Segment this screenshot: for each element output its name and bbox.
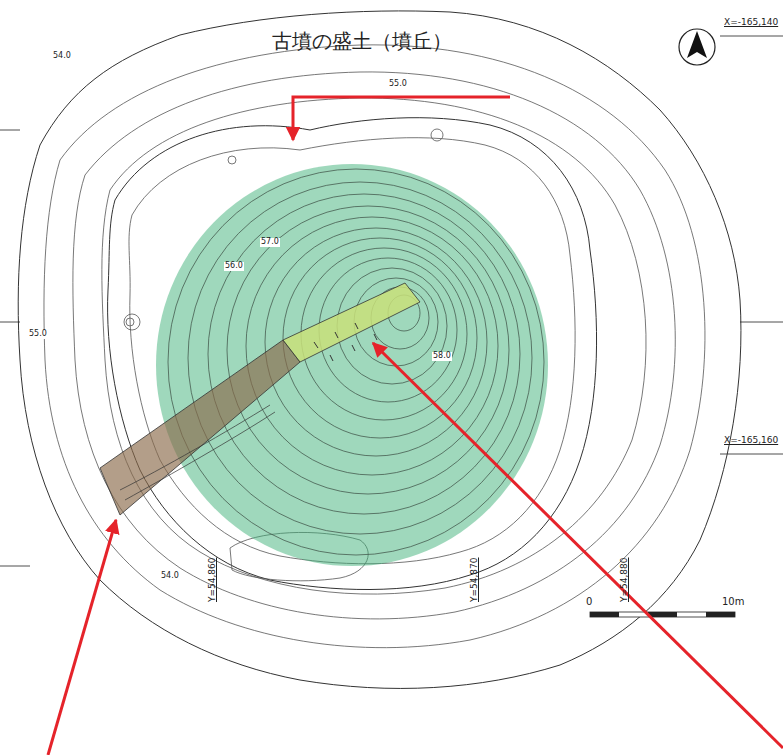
- scale-label: 0: [586, 596, 592, 607]
- contour-value: 54.0: [52, 52, 72, 61]
- scale-label: 10m: [722, 596, 744, 607]
- leader-arrows: [48, 97, 783, 755]
- contour-value: 55.0: [388, 80, 408, 89]
- mound-label: 古墳の盛土（墳丘）: [272, 30, 452, 52]
- grid-coordinate: Y=54,870: [470, 557, 480, 602]
- mound-fill: [156, 164, 548, 566]
- trench-outside: [100, 340, 300, 515]
- grid-coordinate: Y=54,860: [208, 557, 218, 602]
- mound-contours: [168, 169, 544, 555]
- contour-value: 55.0: [28, 330, 48, 339]
- grid-coordinate: X=-165,140: [724, 18, 778, 28]
- contour-value: 54.0: [160, 572, 180, 581]
- contour-value: 57.0: [260, 238, 280, 247]
- grid-coordinate: X=-165,160: [724, 436, 778, 446]
- contour-value: 56.0: [224, 262, 244, 271]
- grid-coordinate: Y=54,880: [620, 557, 630, 602]
- contour-value: 58.0: [432, 352, 452, 361]
- north-arrow: [679, 29, 715, 65]
- trench-mound: [283, 283, 420, 362]
- scale-bar: [590, 612, 735, 617]
